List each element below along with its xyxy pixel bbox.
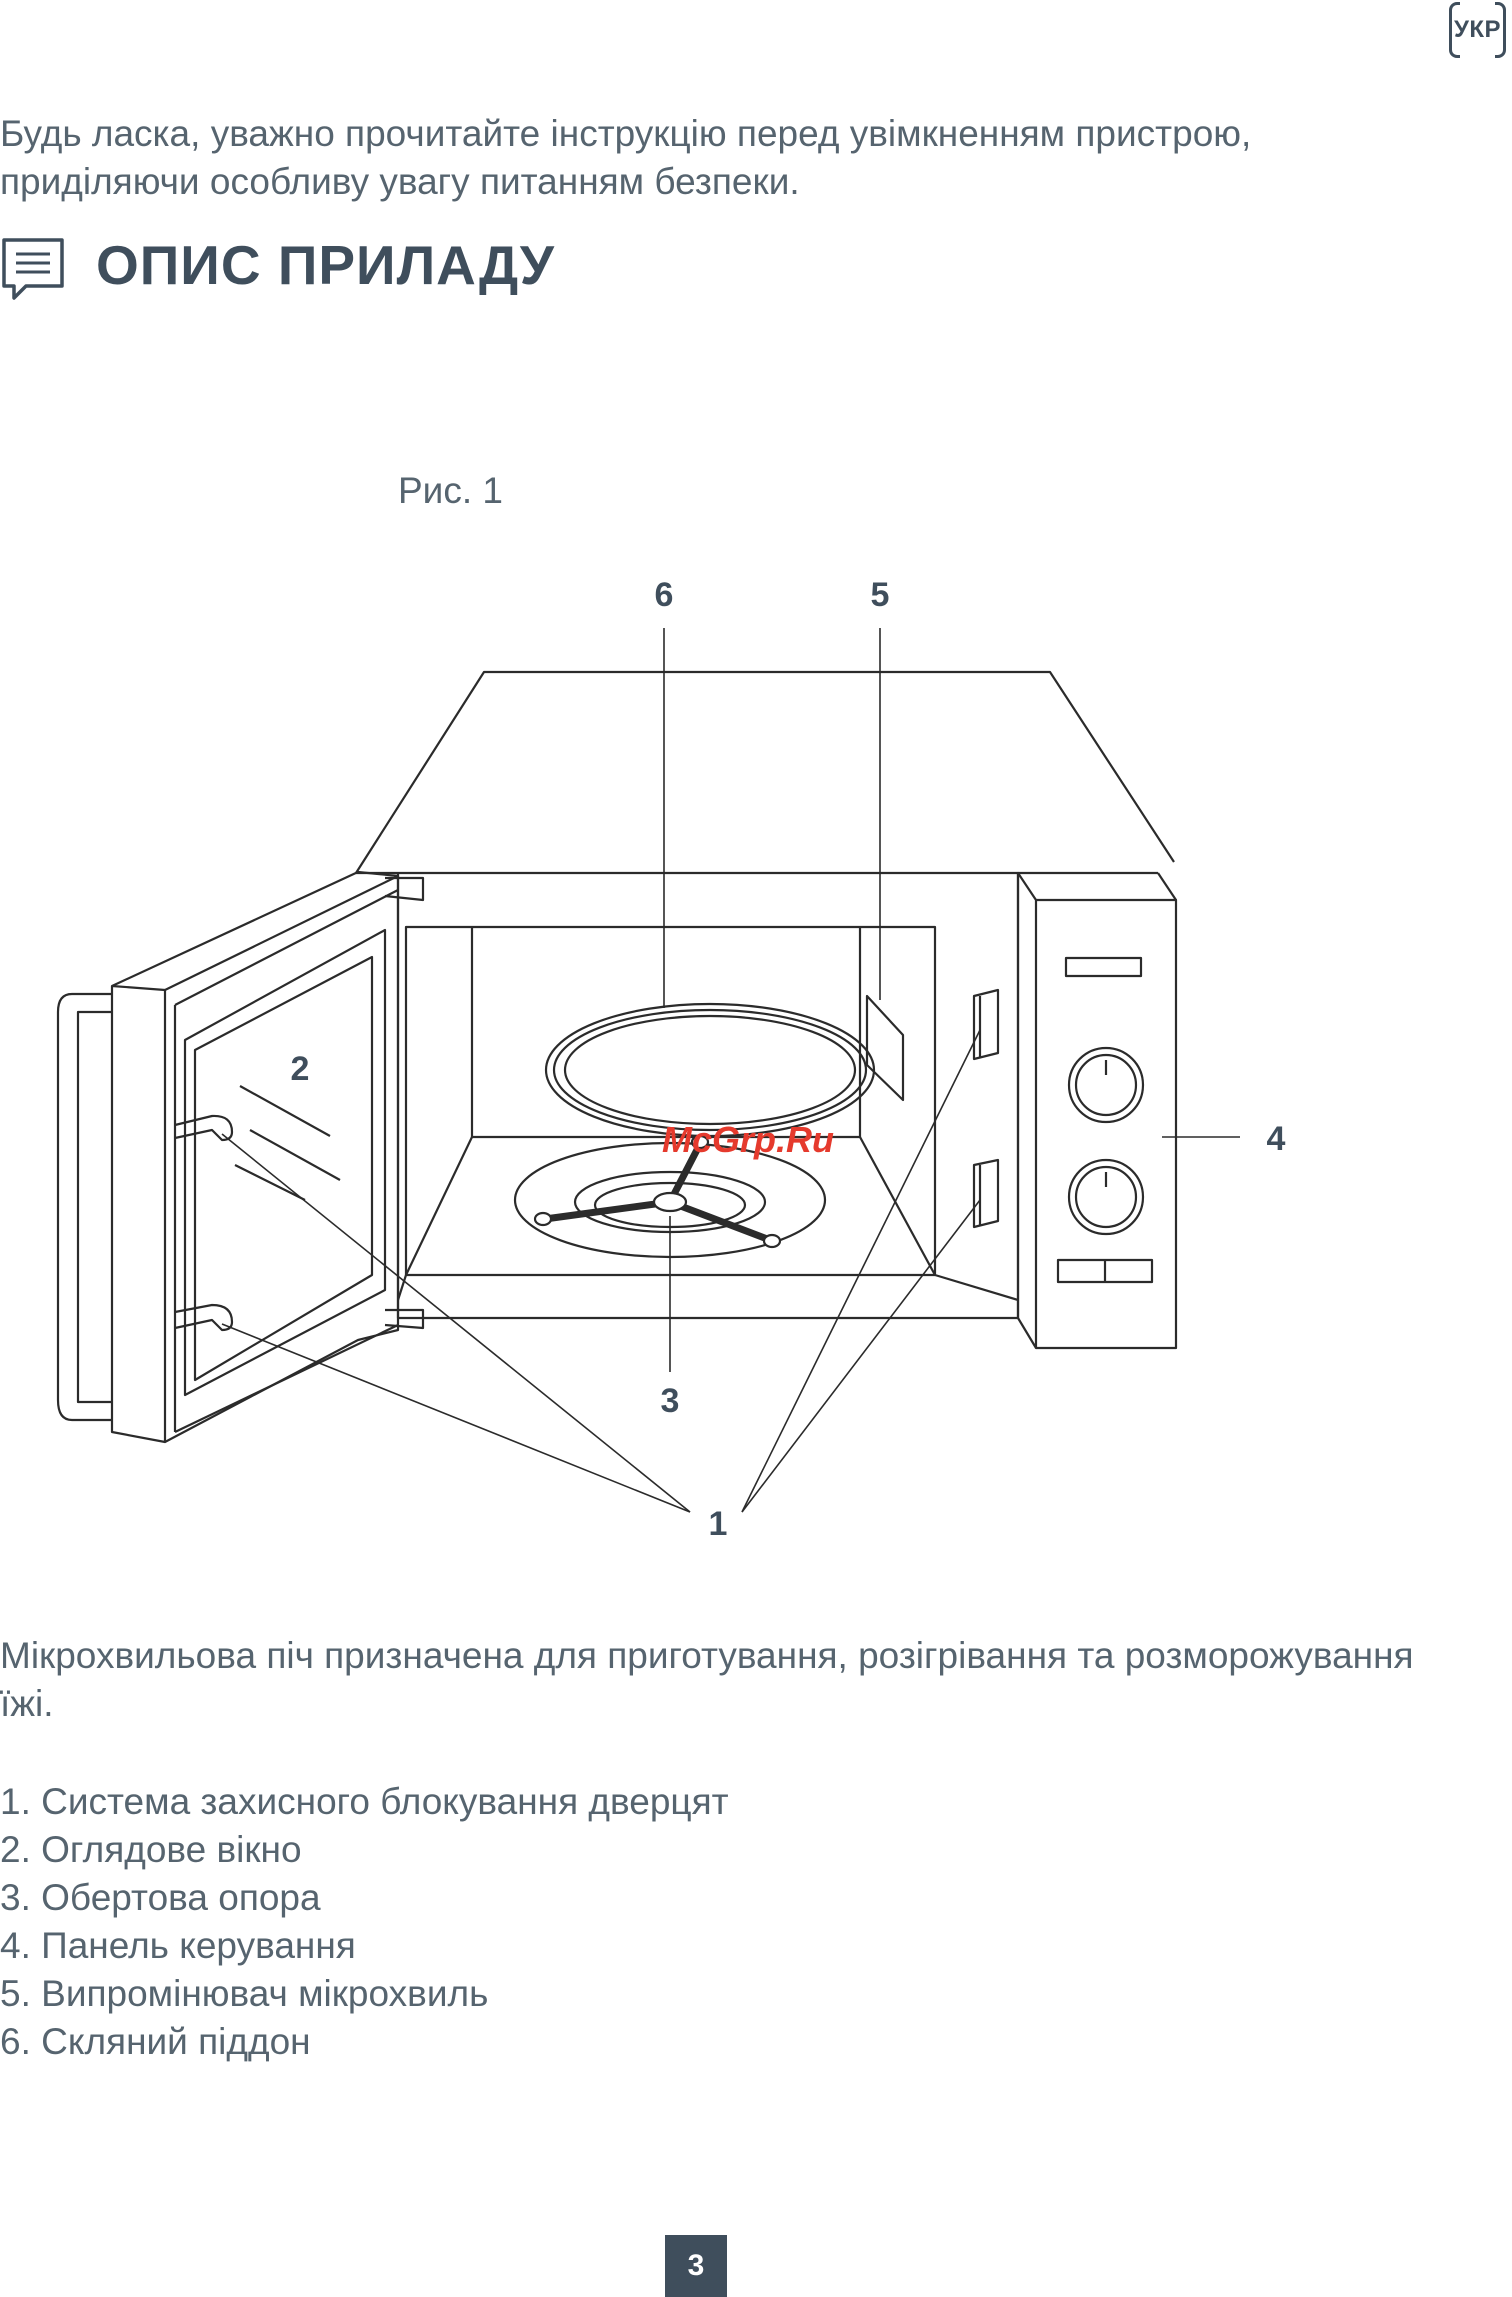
section-title: ОПИС ПРИЛАДУ (96, 234, 556, 296)
oven-door (110, 870, 400, 1444)
parts-list: 1. Система захисного блокування дверцят … (0, 1778, 729, 2066)
parts-list-item: 2. Оглядове вікно (0, 1829, 302, 1870)
callout-2: 2 (291, 1050, 310, 1088)
parts-list-item: 4. Панель керування (0, 1925, 356, 1966)
parts-list-item: 3. Обертова опора (0, 1877, 321, 1918)
callout-1: 1 (709, 1505, 728, 1543)
description-text: Мікрохвильова піч призначена для приготу… (0, 1635, 1414, 1724)
interlock-slot-bottom (972, 1158, 1000, 1229)
parts-list-item: 1. Система захисного блокування дверцят (0, 1781, 729, 1822)
callout-3: 3 (661, 1382, 680, 1420)
parts-list-item: 5. Випромінювач мікрохвиль (0, 1973, 489, 2014)
viewing-window (193, 955, 374, 1382)
language-badge-label: УКР (1453, 16, 1502, 43)
control-panel (1016, 871, 1038, 1350)
parts-list-item: 6. Скляний піддон (0, 2021, 311, 2062)
document-lines-icon (2, 238, 64, 300)
microwave-diagram: 6 5 4 2 3 1 McGrp.Ru (56, 576, 1286, 1543)
oven-top (355, 670, 1175, 874)
callout-5: 5 (871, 576, 890, 614)
timer-knob (1067, 1046, 1145, 1124)
intro-text: Будь ласка, уважно прочитайте інструкцію… (0, 113, 1252, 202)
oven-body (396, 873, 1020, 1320)
language-badge: УКР (1449, 2, 1506, 58)
power-knob (1067, 1158, 1145, 1236)
page-number-label: 3 (687, 2249, 705, 2282)
door-handle (56, 992, 112, 1422)
figure-caption: Рис. 1 (398, 470, 503, 511)
roller-support (533, 1134, 782, 1249)
interlock-slot-top (972, 988, 1000, 1061)
glass-tray (544, 1002, 876, 1138)
watermark: McGrp.Ru (662, 1119, 834, 1160)
page-number: 3 (665, 2235, 727, 2297)
waveguide-cover (865, 994, 905, 1102)
callout-6: 6 (655, 576, 674, 614)
callout-4: 4 (1267, 1120, 1286, 1158)
